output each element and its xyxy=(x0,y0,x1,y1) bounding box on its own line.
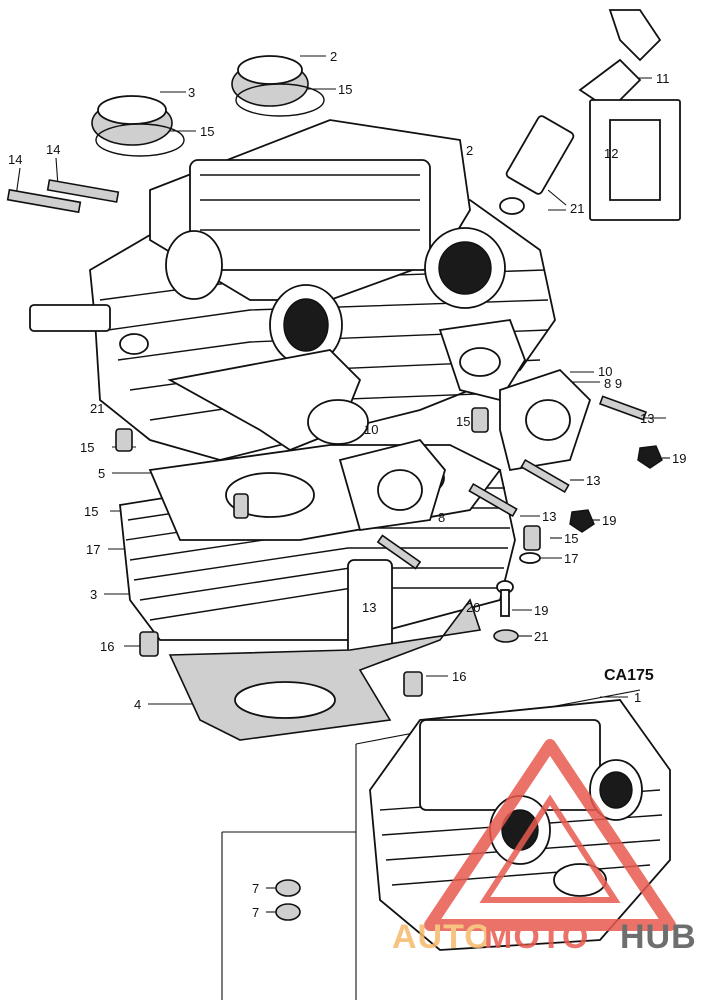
part-label: 12 xyxy=(604,146,618,161)
watermark-moto: MOTO xyxy=(484,918,589,956)
part-label: 15 xyxy=(200,124,214,139)
part-label: 15 xyxy=(338,82,352,97)
part-label: 8 9 xyxy=(604,376,622,391)
part-label: 16 xyxy=(100,639,114,654)
part-label: 13 xyxy=(640,411,654,426)
part-label: 15 xyxy=(84,504,98,519)
part-label: 3 xyxy=(90,587,97,602)
part-label: 4 xyxy=(134,697,141,712)
part-label: 10 xyxy=(364,422,378,437)
part-label: 21 xyxy=(90,401,104,416)
part-label: 2 xyxy=(466,143,473,158)
part-label: 13 xyxy=(362,600,376,615)
cylinder-head xyxy=(89,119,556,461)
part-label: 17 xyxy=(564,551,578,566)
part-label: 2 xyxy=(330,49,337,64)
part-label: 14 xyxy=(46,142,60,157)
tappet-caps xyxy=(91,55,325,157)
watermark-triangle-icon xyxy=(424,739,676,931)
part-label: 14 xyxy=(8,152,22,167)
base-gasket xyxy=(168,598,482,741)
spark-plug-parts xyxy=(29,9,681,355)
part-labels: 2 3 15 15 2 11 12 21 14 14 21 10 8 9 13 … xyxy=(8,49,686,920)
part-label: 8 xyxy=(438,510,445,525)
part-label: 13 xyxy=(542,509,556,524)
part-label: 7 xyxy=(252,905,259,920)
watermark: AUTO MOTO HUB xyxy=(392,739,697,956)
part-label: 15 xyxy=(456,414,470,429)
model-label: CA175 xyxy=(604,667,654,684)
part-label: 17 xyxy=(86,542,100,557)
part-label: 19 xyxy=(602,513,616,528)
part-label: 15 xyxy=(564,531,578,546)
part-label: 16 xyxy=(452,669,466,684)
part-label: 3 xyxy=(188,85,195,100)
part-label: 15 xyxy=(80,440,94,455)
small-inset xyxy=(221,831,356,1000)
part-label: 11 xyxy=(656,71,670,86)
part-label: 21 xyxy=(570,201,584,216)
part-label: 19 xyxy=(672,451,686,466)
part-label: 7 xyxy=(252,881,259,896)
part-label: 13 xyxy=(586,473,600,488)
part-label: 20 xyxy=(466,600,480,615)
part-label: 19 xyxy=(534,603,548,618)
part-label: 1 xyxy=(634,690,641,705)
part-label: 10 xyxy=(598,364,612,379)
small-parts xyxy=(115,395,663,697)
studs xyxy=(6,179,120,214)
watermark-hub: HUB xyxy=(620,918,697,956)
intake-flanges xyxy=(338,319,592,532)
part-label: 5 xyxy=(98,466,105,481)
watermark-auto: AUTO xyxy=(392,918,492,956)
part-label: 21 xyxy=(534,629,548,644)
